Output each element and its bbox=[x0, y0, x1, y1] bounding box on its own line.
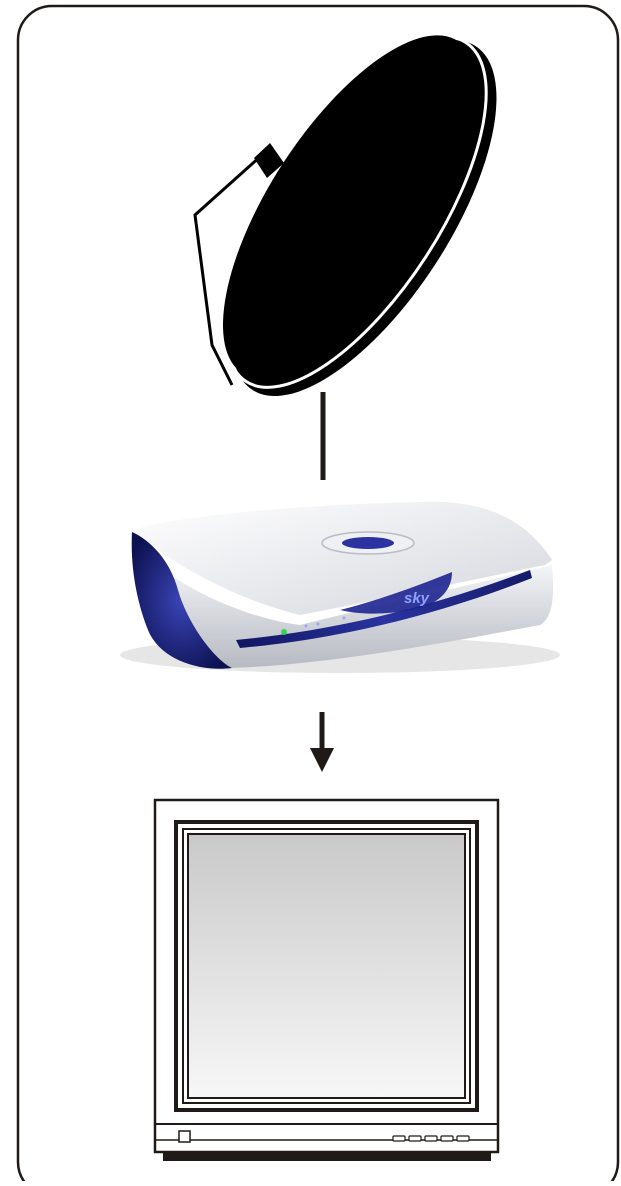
receiver-front-dot bbox=[305, 625, 308, 628]
tv-control-button bbox=[409, 1136, 421, 1141]
tv-control-button bbox=[457, 1136, 469, 1141]
satellite-receiver: sky bbox=[120, 502, 560, 673]
tv-stand bbox=[163, 1152, 491, 1161]
tv-screen bbox=[188, 834, 465, 1098]
tv-power-button bbox=[179, 1131, 190, 1142]
receiver-nav-button bbox=[342, 537, 394, 549]
tv-control-button bbox=[425, 1136, 437, 1141]
receiver-front-dot bbox=[317, 623, 320, 626]
receiver-status-light bbox=[281, 629, 287, 635]
receiver-logo: sky bbox=[404, 590, 430, 607]
tv-control-button bbox=[393, 1136, 405, 1141]
television-icon bbox=[155, 800, 498, 1161]
receiver-front-dot bbox=[343, 617, 346, 620]
tv-control-button bbox=[441, 1136, 453, 1141]
